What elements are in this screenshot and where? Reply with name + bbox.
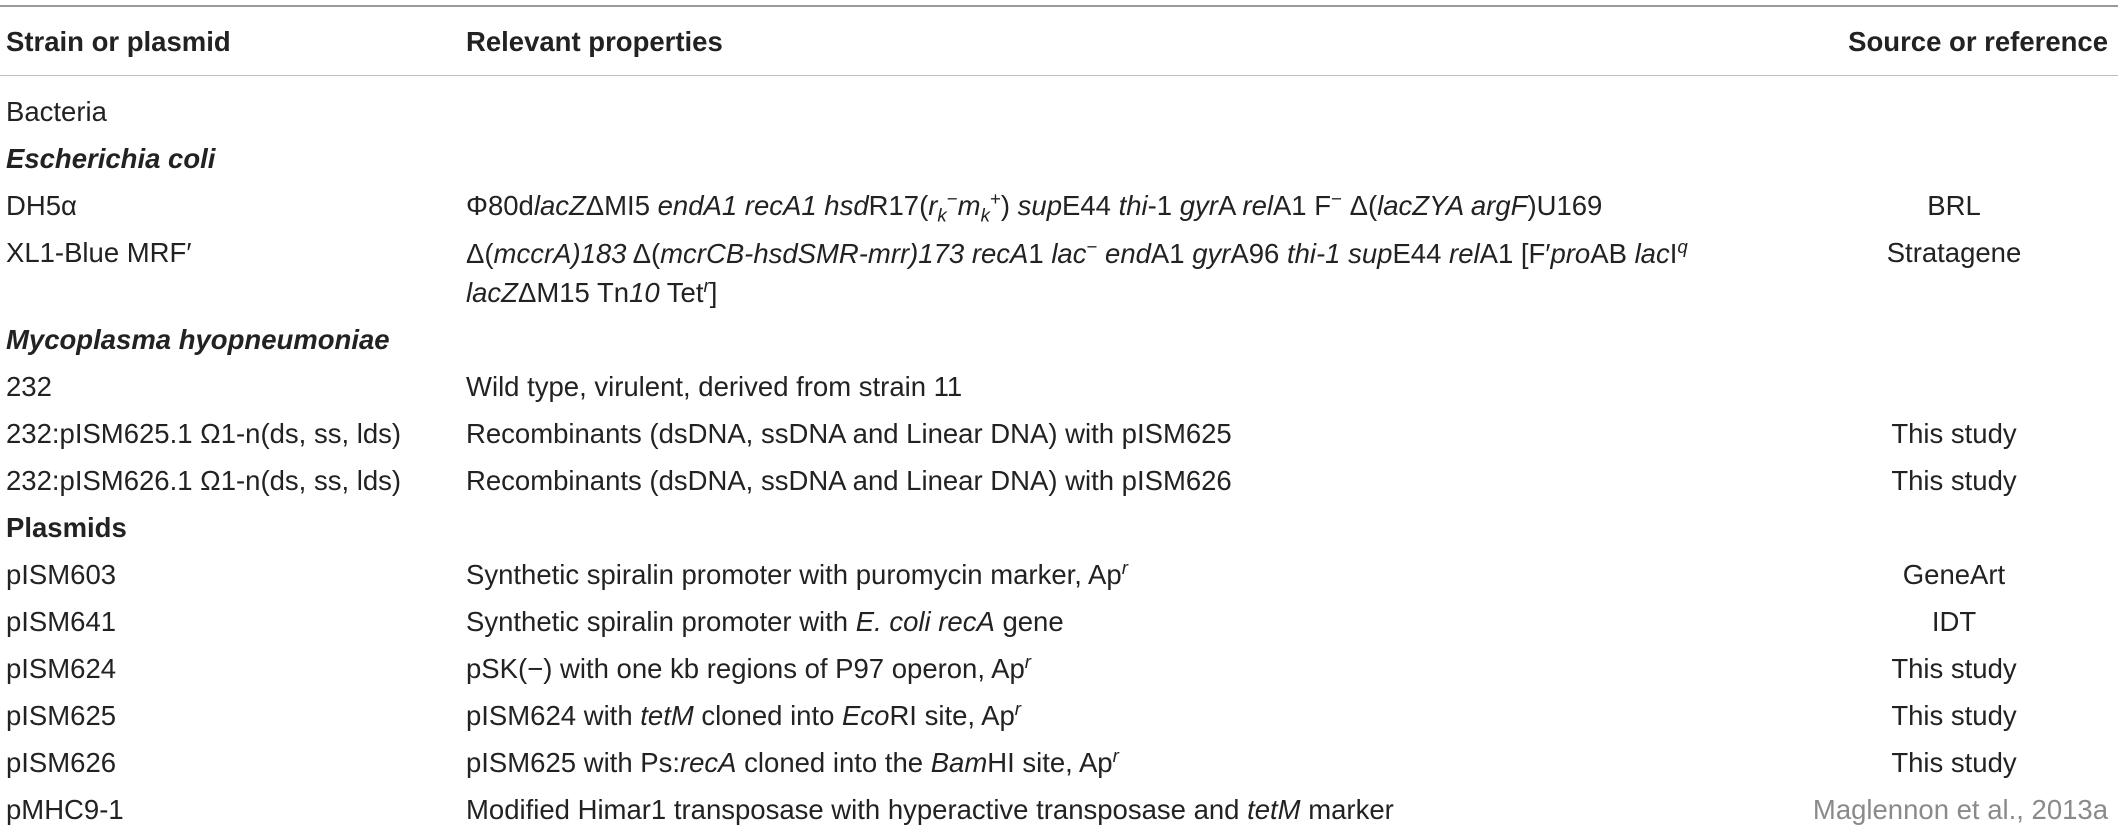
- plasmid-name: pISM626: [6, 747, 117, 778]
- source-reference: This study: [1891, 747, 2017, 778]
- table-row: pISM626 pISM625 with Ps:recA cloned into…: [0, 741, 2118, 787]
- source-reference: GeneArt: [1902, 559, 2006, 590]
- table-row: XL1-Blue MRF′ Δ(mccrA)183 Δ(mcrCB-hsdSMR…: [0, 231, 2118, 315]
- strain-name: XL1-Blue MRF′: [6, 237, 192, 268]
- source-reference: Stratagene: [1886, 237, 2022, 268]
- strain-name: DH5α: [6, 190, 77, 221]
- table-row: 232:pISM626.1 Ω1-n(ds, ss, lds) Recombin…: [0, 459, 2118, 505]
- table-row: 232 Wild type, virulent, derived from st…: [0, 365, 2118, 411]
- table-row: Plasmids: [0, 506, 2118, 552]
- table-header-row: Strain or plasmid Relevant properties So…: [0, 20, 2118, 64]
- plasmid-name: pMHC9-1: [6, 794, 124, 825]
- source-reference: This study: [1891, 418, 2017, 449]
- relevant-properties: pISM625 with Ps:recA cloned into the Bam…: [466, 744, 1119, 778]
- strain-name: 232:pISM625.1 Ω1-n(ds, ss, lds): [6, 418, 402, 449]
- strain-name: 232: [6, 371, 52, 402]
- header-source-or-reference: Source or reference: [1848, 26, 2108, 57]
- source-reference: This study: [1891, 700, 2017, 731]
- strain-name: 232:pISM626.1 Ω1-n(ds, ss, lds): [6, 465, 402, 496]
- table-row: pISM641 Synthetic spiralin promoter with…: [0, 600, 2118, 646]
- table-row: DH5α Φ80dlacZΔMI5 endA1 recA1 hsdR17(rk−…: [0, 184, 2118, 230]
- table-row: pMHC9-1 Modified Himar1 transposase with…: [0, 788, 2118, 834]
- table-top-rule: [0, 5, 2118, 7]
- plasmid-name: pISM641: [6, 606, 117, 637]
- relevant-properties-line-1: Δ(mccrA)183 Δ(mcrCB-hsdSMR-mrr)173 recA1…: [466, 235, 1688, 269]
- group-heading: Escherichia coli: [6, 143, 216, 174]
- group-heading: Mycoplasma hyopneumoniae: [6, 324, 390, 355]
- relevant-properties: Recombinants (dsDNA, ssDNA and Linear DN…: [466, 465, 1232, 496]
- relevant-properties: pISM624 with tetM cloned into EcoRI site…: [466, 697, 1022, 731]
- source-reference: IDT: [1931, 606, 1977, 637]
- source-reference: This study: [1891, 653, 2017, 684]
- reference-link[interactable]: Maglennon et al., 2013a: [1812, 794, 2108, 825]
- relevant-properties: Recombinants (dsDNA, ssDNA and Linear DN…: [466, 418, 1232, 449]
- table-row: 232:pISM625.1 Ω1-n(ds, ss, lds) Recombin…: [0, 412, 2118, 458]
- relevant-properties: Φ80dlacZΔMI5 endA1 recA1 hsdR17(rk−mk+) …: [466, 187, 1603, 226]
- plasmid-name: pISM624: [6, 653, 117, 684]
- table-row: pISM603 Synthetic spiralin promoter with…: [0, 553, 2118, 599]
- relevant-properties: Synthetic spiralin promoter with puromyc…: [466, 556, 1128, 590]
- relevant-properties: pSK(−) with one kb regions of P97 operon…: [466, 650, 1031, 684]
- group-heading: Plasmids: [6, 512, 127, 543]
- plasmid-name: pISM625: [6, 700, 117, 731]
- relevant-properties: Wild type, virulent, derived from strain…: [466, 371, 963, 402]
- section-label: Bacteria: [6, 96, 107, 127]
- relevant-properties-line-2: lacZΔM15 Tn10 Tetr]: [466, 274, 718, 308]
- table-header-rule: [0, 75, 2118, 76]
- source-reference: BRL: [1927, 190, 1981, 221]
- header-relevant-properties: Relevant properties: [466, 26, 723, 57]
- relevant-properties: Synthetic spiralin promoter with E. coli…: [466, 606, 1064, 637]
- relevant-properties: Modified Himar1 transposase with hyperac…: [466, 794, 1394, 825]
- table-row: pISM625 pISM624 with tetM cloned into Ec…: [0, 694, 2118, 740]
- table-row: Escherichia coli: [0, 137, 2118, 183]
- header-strain-or-plasmid: Strain or plasmid: [6, 26, 231, 57]
- plasmid-name: pISM603: [6, 559, 117, 590]
- source-reference: This study: [1891, 465, 2017, 496]
- table-row: Mycoplasma hyopneumoniae: [0, 318, 2118, 364]
- table-row: pISM624 pSK(−) with one kb regions of P9…: [0, 647, 2118, 693]
- table-row: Bacteria: [0, 90, 2118, 136]
